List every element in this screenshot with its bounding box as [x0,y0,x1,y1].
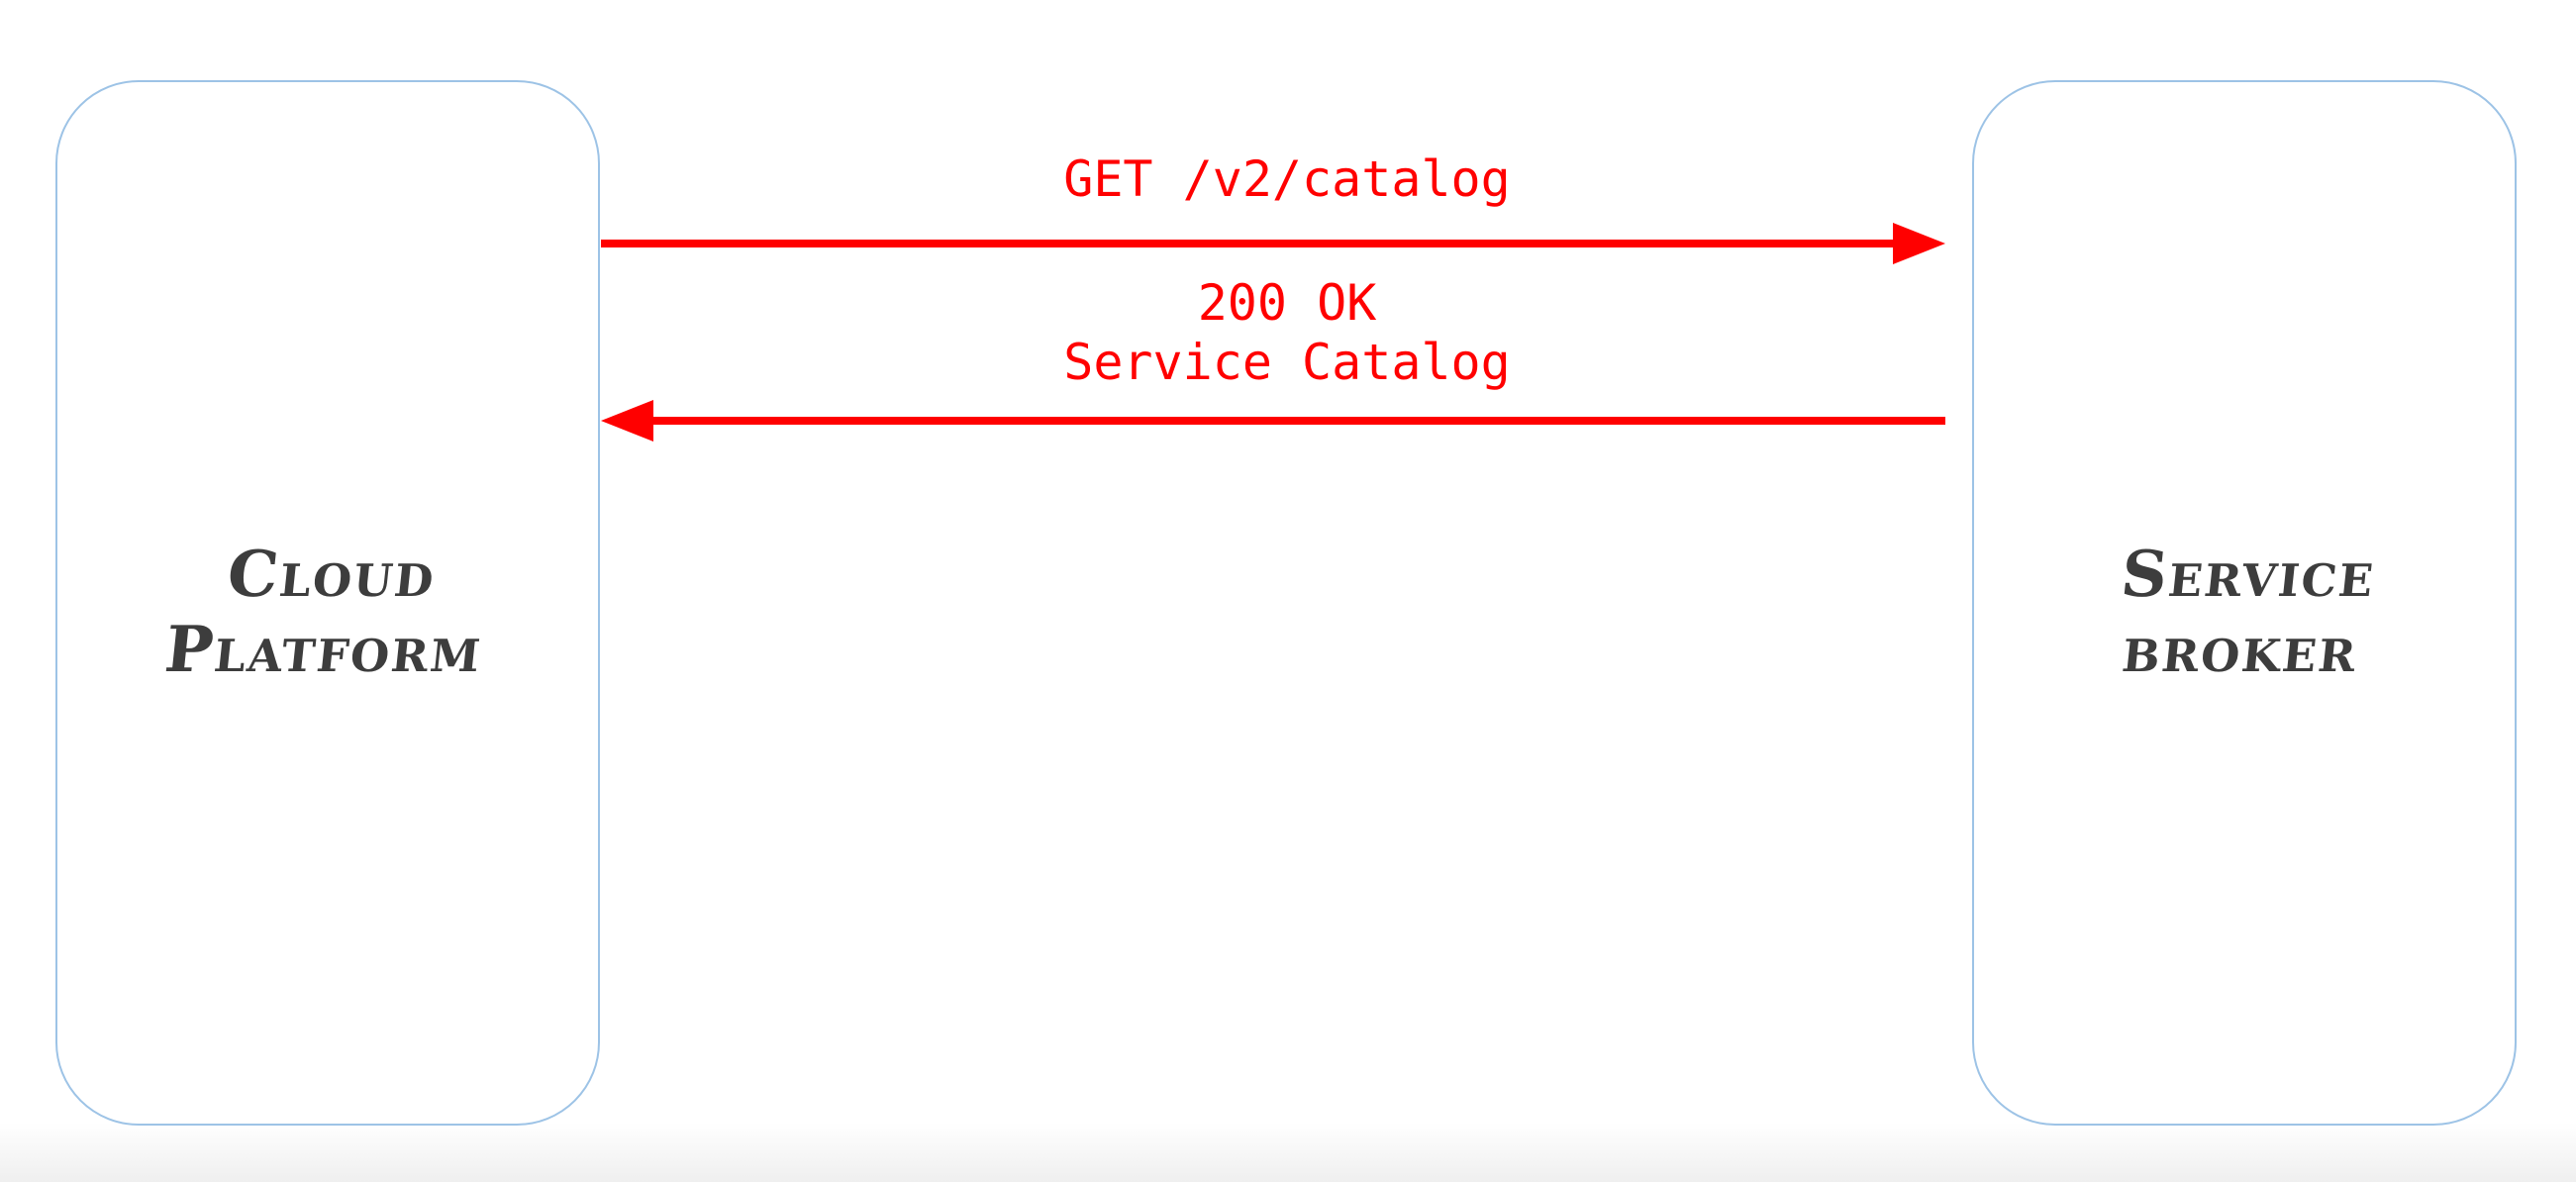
request-label: GET /v2/catalog [1063,150,1511,208]
response-arrowhead [601,400,653,442]
response-body-label: Service Catalog [1063,334,1511,391]
cloud-platform-box: Cloud Platform [55,80,600,1126]
request-arrowhead [1893,223,1945,264]
bottom-shade [0,1123,2576,1182]
service-broker-box: Service broker [1972,80,2517,1126]
response-status-label: 200 OK [1198,274,1377,332]
